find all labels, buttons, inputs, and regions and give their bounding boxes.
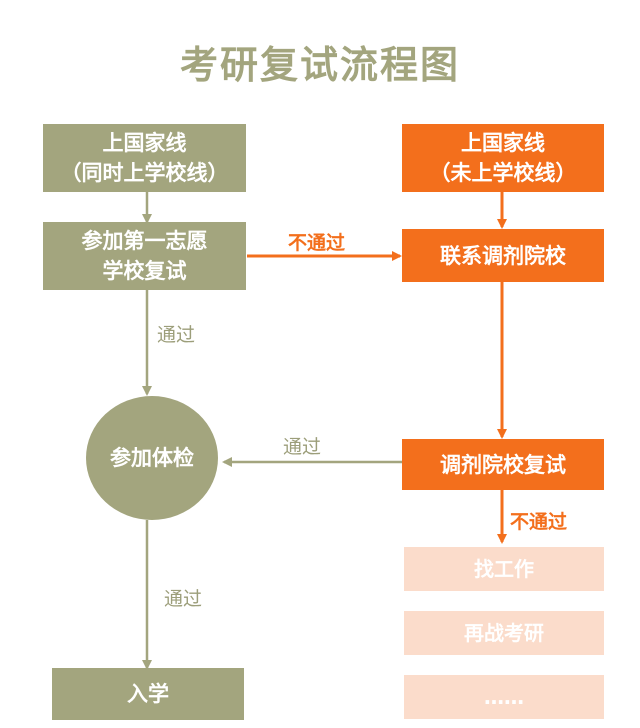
- node-retry-exam: 再战考研: [404, 611, 604, 655]
- node-physical-exam-label: 参加体检: [110, 446, 194, 470]
- node-right-start: 上国家线 （未上学校线）: [402, 124, 604, 192]
- node-right-start-line2: （未上学校线）: [429, 161, 577, 185]
- node-left-start-line1: 上国家线: [102, 131, 187, 155]
- label-pass-1: 通过: [157, 324, 196, 346]
- node-adjust-retest-label: 调剂院校复试: [440, 452, 566, 477]
- label-pass-2: 通过: [164, 588, 203, 610]
- node-left-start: 上国家线 （同时上学校线）: [43, 124, 246, 192]
- label-pass-cross: 通过: [283, 436, 322, 458]
- node-contact-adjust: 联系调剂院校: [402, 229, 604, 282]
- node-contact-adjust-label: 联系调剂院校: [440, 243, 566, 268]
- node-left-start-line2: （同时上学校线）: [60, 161, 229, 185]
- node-enroll: 入学: [52, 668, 244, 720]
- node-right-start-line1: 上国家线: [461, 131, 545, 155]
- node-first-choice-line2: 学校复试: [102, 259, 187, 283]
- node-first-choice-line1: 参加第一志愿: [81, 229, 208, 253]
- label-fail-right: 不通过: [510, 511, 568, 533]
- page-title: 考研复试流程图: [179, 43, 460, 87]
- node-adjust-retest: 调剂院校复试: [402, 439, 604, 490]
- label-fail-cross: 不通过: [288, 232, 346, 254]
- node-enroll-label: 入学: [127, 682, 169, 706]
- node-more: ……: [404, 675, 604, 719]
- node-find-job: 找工作: [404, 547, 604, 591]
- node-find-job-label: 找工作: [474, 557, 534, 581]
- node-physical-exam: 参加体检: [86, 396, 218, 520]
- node-first-choice-retest: 参加第一志愿 学校复试: [43, 222, 246, 290]
- node-retry-exam-label: 再战考研: [464, 621, 544, 645]
- node-more-label: ……: [484, 685, 524, 709]
